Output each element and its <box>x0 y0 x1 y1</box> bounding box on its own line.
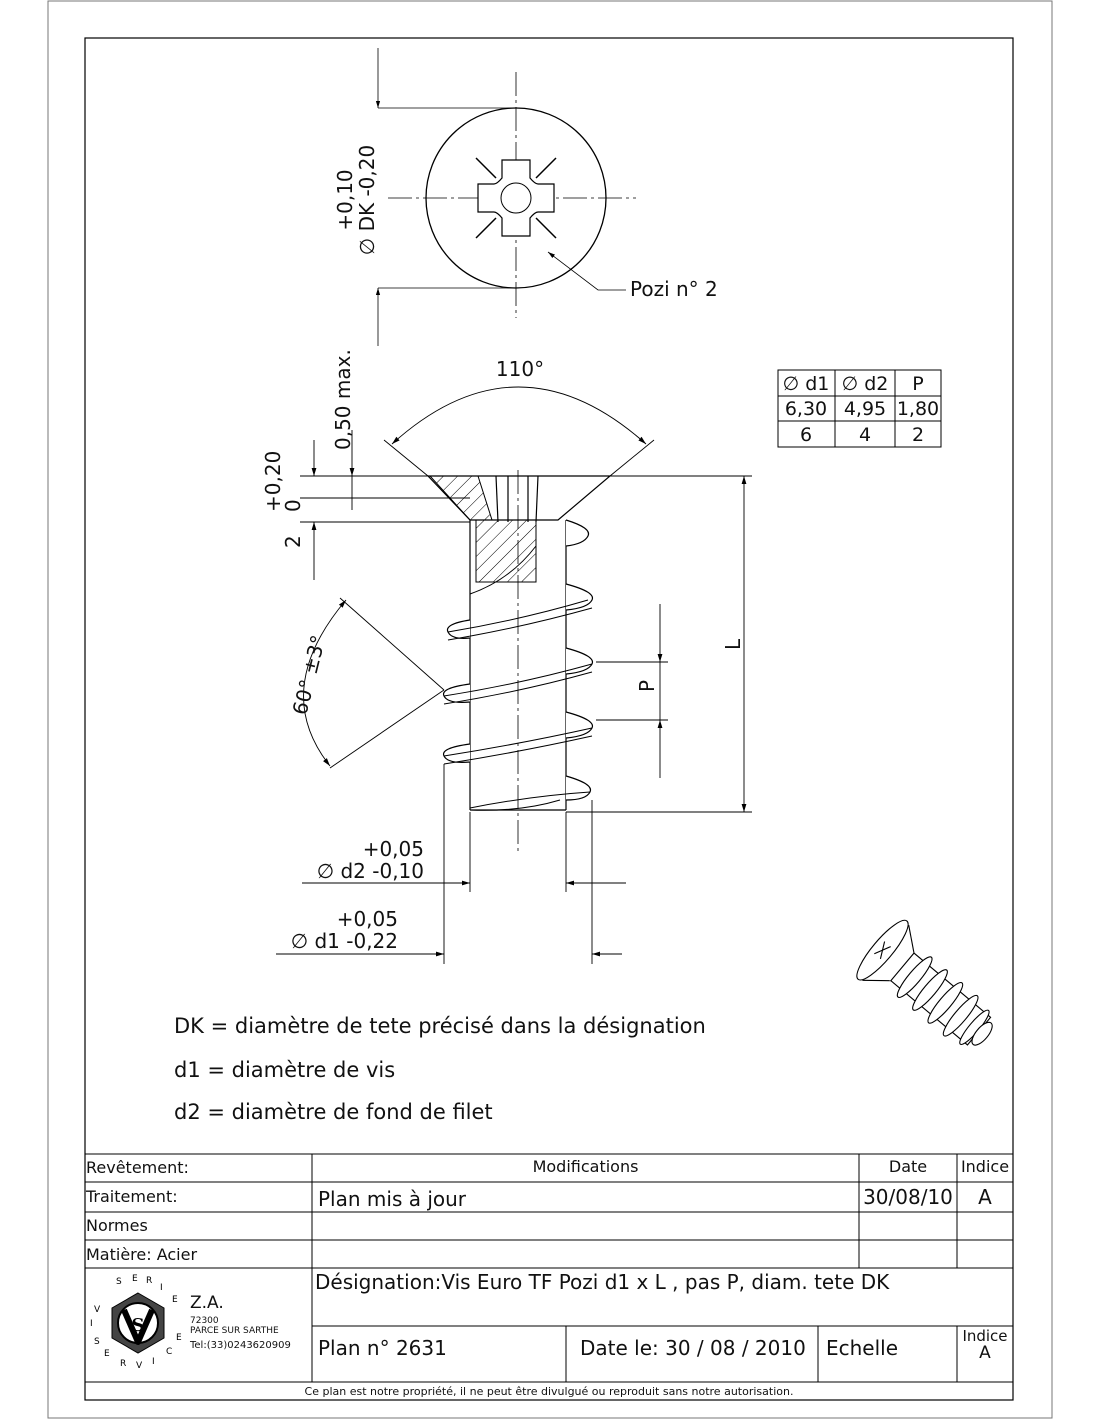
table-cell: 1,80 <box>897 398 939 420</box>
modifications-header: Modifications <box>532 1157 639 1176</box>
recess-tol-upper: +0,20 <box>261 451 285 512</box>
recess-tol-two: 2 <box>281 535 305 548</box>
modification-date: 30/08/10 <box>863 1185 953 1209</box>
dk-dimension-text: +0,10 ∅ DK -0,20 <box>333 145 379 255</box>
d1-tol-upper: +0,05 <box>337 907 398 931</box>
modification-text: Plan mis à jour <box>318 1187 467 1211</box>
table-header-d1: ∅ d1 <box>783 373 830 395</box>
screw-side-view <box>426 470 612 852</box>
d1-tol-lower: ∅ d1 -0,22 <box>291 929 398 953</box>
head-angle-label: 110° <box>496 357 544 381</box>
plan-indice: A <box>979 1343 991 1363</box>
note-d2: d2 = diamètre de fond de filet <box>174 1100 493 1124</box>
inner-frame <box>84 37 1014 1401</box>
company-postcode: 72300 <box>190 1316 219 1326</box>
thread-angle-dimension <box>303 597 445 769</box>
note-dk: DK = diamètre de tete précisé dans la dé… <box>174 1014 706 1038</box>
d2-tol-lower: ∅ d2 -0,10 <box>317 859 424 883</box>
d1-dimension <box>276 764 622 964</box>
dk-tol-lower: ∅ DK -0,20 <box>355 145 379 255</box>
company-city: PARCE SUR SARTHE <box>190 1326 279 1336</box>
table-cell: 4 <box>859 424 871 446</box>
plan-number: Plan n° 2631 <box>318 1336 447 1360</box>
pitch-label: P <box>635 680 659 692</box>
screw-isometric-view <box>856 919 993 1046</box>
d2-tol-upper: +0,05 <box>363 837 424 861</box>
note-d1: d1 = diamètre de vis <box>174 1058 396 1082</box>
matiere-label: Matière: Acier <box>86 1245 198 1264</box>
length-label: L <box>721 638 745 650</box>
thread-angle-label: 60° ±3° <box>288 633 331 718</box>
date-header: Date <box>888 1157 928 1176</box>
head-height-dimension <box>300 430 470 580</box>
pozi-callout: Pozi n° 2 <box>630 277 718 301</box>
normes-label: Normes <box>86 1216 148 1235</box>
svg-text:S: S <box>132 1315 145 1336</box>
plan-indice-header: Indice <box>962 1327 1008 1345</box>
recess-tol-zero: 0 <box>281 499 305 512</box>
revetement-label: Revêtement: <box>86 1158 189 1177</box>
company-tel: Tel:(33)0243620909 <box>190 1340 291 1351</box>
traitement-label: Traitement: <box>86 1187 178 1206</box>
table-cell: 6,30 <box>785 398 827 420</box>
table-header-p: P <box>912 373 923 395</box>
company-name: Z.A. <box>190 1293 224 1313</box>
table-header-d2: ∅ d2 <box>842 373 889 395</box>
footer-notice: Ce plan est notre propriété, il ne peut … <box>304 1385 794 1398</box>
pitch-dimension <box>596 604 668 778</box>
scale-label: Echelle <box>826 1336 899 1360</box>
head-height-label: 0,50 max. <box>331 349 355 450</box>
table-cell: 6 <box>800 424 812 446</box>
dimension-table-grid <box>777 369 942 448</box>
table-cell: 2 <box>912 424 924 446</box>
title-block-grid <box>85 1153 1013 1383</box>
plan-date: Date le: 30 / 08 / 2010 <box>580 1336 806 1360</box>
modification-indice: A <box>978 1185 992 1209</box>
head-angle-dimension <box>383 386 655 477</box>
designation: Désignation:Vis Euro TF Pozi d1 x L , pa… <box>315 1270 890 1294</box>
recess-tolerance-labels: +0,20 0 2 <box>261 451 305 548</box>
length-dimension <box>566 475 752 813</box>
table-cell: 4,95 <box>844 398 886 420</box>
indice-header: Indice <box>960 1157 1010 1176</box>
d2-dimension <box>302 812 626 892</box>
dk-tol-upper: +0,10 <box>333 169 357 230</box>
outer-border <box>47 0 1053 1419</box>
head-top-view <box>375 48 636 346</box>
